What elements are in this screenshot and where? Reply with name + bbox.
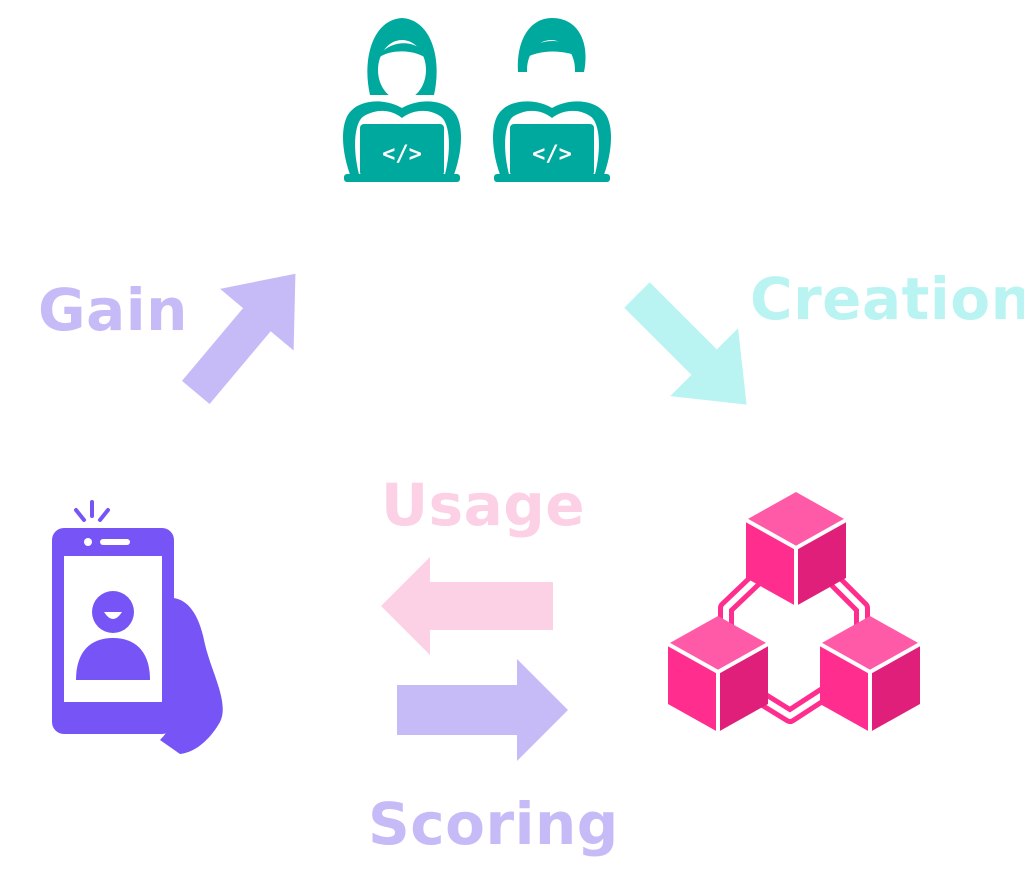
block-left-icon xyxy=(667,616,769,732)
smartphone-user-icon xyxy=(52,500,223,754)
block-top-icon xyxy=(745,492,847,606)
scoring-label: Scoring xyxy=(368,790,619,858)
creation-label: Creation xyxy=(750,265,1024,333)
usage-arrow-icon xyxy=(381,557,553,655)
gain-label: Gain xyxy=(38,276,188,344)
svg-text:</>: </> xyxy=(382,142,422,167)
gain-arrow-icon xyxy=(182,273,296,405)
developer-left-icon: </> xyxy=(343,18,461,182)
usage-label: Usage xyxy=(381,471,586,539)
developer-right-icon: </> xyxy=(493,18,611,182)
scoring-arrow-icon xyxy=(397,659,568,761)
developers-icon: </> </> xyxy=(343,18,611,182)
svg-text:</>: </> xyxy=(532,142,572,167)
block-right-icon xyxy=(819,616,921,732)
creation-arrow-icon xyxy=(624,282,747,405)
blockchain-icon xyxy=(667,492,921,732)
